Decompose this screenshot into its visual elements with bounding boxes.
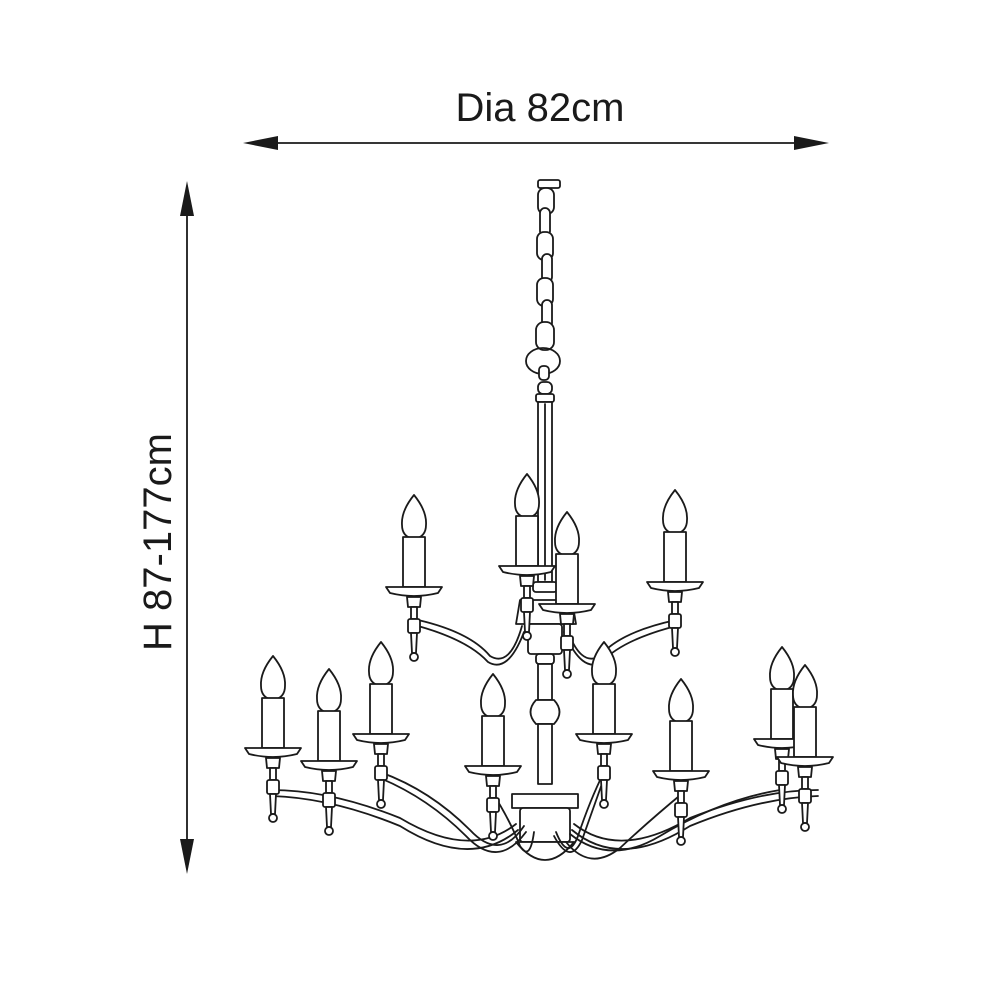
height-dimension-line — [180, 181, 194, 874]
diameter-dimension-line — [243, 136, 829, 150]
suspension-chain — [525, 179, 561, 381]
diameter-label: Dia 82cm — [455, 86, 625, 130]
